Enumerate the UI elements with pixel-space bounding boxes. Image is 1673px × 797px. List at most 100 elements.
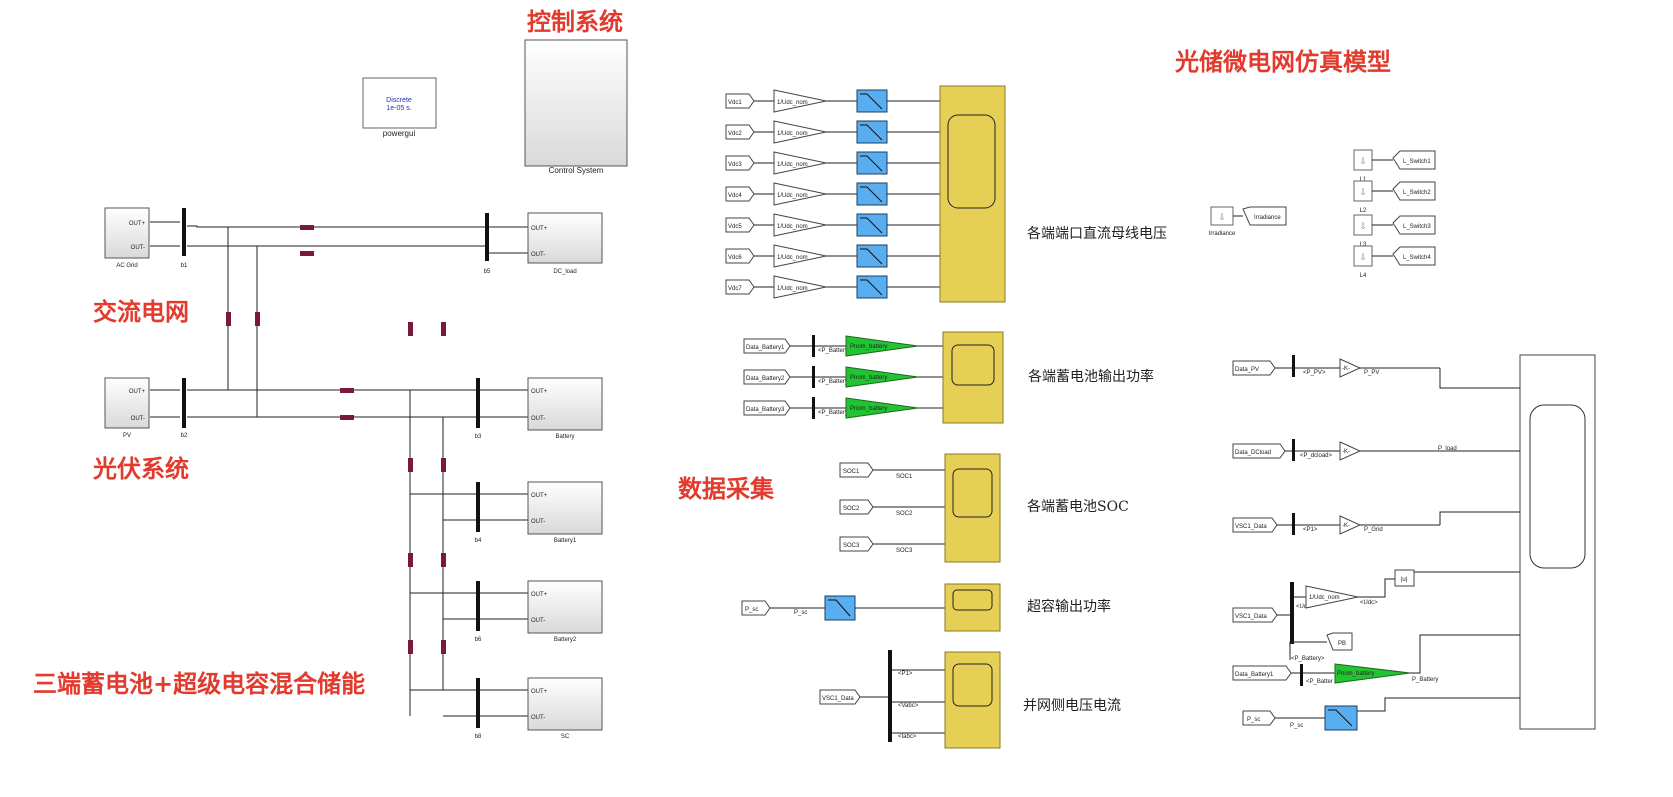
rp-grid-row: VSC1_Data <P1> -K- P_Grid — [1232, 513, 1440, 535]
rp-batt-pb: PB — [1338, 641, 1346, 647]
dc-input-tag — [725, 217, 755, 233]
pv-out-neg: OUT- — [131, 416, 145, 422]
irradiance-tag: Irradiance — [1254, 215, 1281, 221]
dc-gain-label: 1/Udc_nom — [777, 100, 808, 106]
battery-selector-label: <P_Battery> — [818, 379, 852, 385]
rp-udc-gain: 1/Udc_nom — [1309, 595, 1340, 601]
dc-load-block[interactable]: OUT+ OUT- DC_load b5 — [484, 212, 603, 275]
battery1-block[interactable]: OUT+ OUT- Battery1 b4 — [475, 481, 603, 544]
pv-block[interactable]: OUT+ OUT- PV b2 — [104, 377, 188, 439]
battery2-block[interactable]: OUT+ OUT- Battery2 b6 — [475, 580, 603, 643]
dc-gain-block[interactable] — [773, 120, 827, 144]
dc-filter-block[interactable] — [856, 244, 888, 268]
battery-soc-scope[interactable] — [944, 453, 1001, 563]
dc-filter-block[interactable] — [856, 182, 888, 206]
dc-input-tag — [725, 93, 755, 109]
battery1-in-neg: OUT- — [531, 519, 545, 525]
battery-label: Battery — [555, 434, 574, 440]
control-system-label: Control System — [549, 166, 604, 175]
sc-in-neg: OUT- — [531, 715, 545, 721]
battery-input-label: Data_Battery2 — [746, 376, 785, 382]
title-model: 光储微电网仿真模型 — [1174, 48, 1391, 76]
electrical-network — [150, 208, 528, 728]
svg-text:⇩: ⇩ — [1218, 212, 1226, 222]
dc-gain-block[interactable] — [773, 182, 827, 206]
dc-gain-block[interactable] — [773, 89, 827, 113]
switch-goto-tag — [1392, 215, 1436, 235]
load-switch-rows: ⇩L1L_Switch1⇩L2L_Switch2⇩L3L_Switch3⇩L4L… — [1353, 149, 1436, 279]
soc-signal-label: SOC3 — [896, 548, 913, 554]
rp-dcload-row: Data_DCload <P_dcload> -K- P_load — [1232, 439, 1457, 461]
title-ac-grid: 交流电网 — [93, 298, 189, 326]
dc-gain-label: 1/Udc_nom — [777, 255, 808, 261]
rp-sc-out: P_sc — [1290, 723, 1303, 729]
ac-grid-label: AC Grid — [116, 263, 137, 269]
dc-gain-block[interactable] — [773, 275, 827, 299]
soc-input-label: SOC1 — [843, 469, 860, 475]
switch-block-label: L3 — [1360, 242, 1367, 248]
dc-filter-block[interactable] — [856, 213, 888, 237]
rp-dcload-out: P_load — [1438, 446, 1457, 452]
control-system-block[interactable]: Control System — [524, 39, 628, 175]
bus-b6-label: b6 — [475, 637, 482, 643]
switch-goto-tag — [1392, 150, 1436, 170]
title-pv-system: 光伏系统 — [92, 455, 189, 483]
sc-in-pos: OUT+ — [531, 689, 548, 695]
switch-goto-tag — [1392, 246, 1436, 266]
dc-input-label: Vdc4 — [728, 193, 742, 199]
bus-b2-label: b2 — [181, 433, 188, 439]
soc-signal-label: SOC1 — [896, 474, 913, 480]
grid-vi-signal-2: <Vabc> — [898, 703, 919, 709]
dc-gain-block[interactable] — [773, 151, 827, 175]
main-scope[interactable] — [1519, 354, 1596, 730]
battery-selector-label: <P_Battery> — [818, 348, 852, 354]
irradiance-block[interactable]: ⇩ Irradiance Irradiance — [1209, 206, 1287, 237]
grid-vi-input: VSC1_Data — [822, 696, 854, 702]
rp-pv-row: Data_PV <P_PV> -K- P_PV — [1232, 355, 1440, 378]
battery2-in-neg: OUT- — [531, 618, 545, 624]
sc-power-signal: P_sc — [794, 610, 807, 616]
battery-power-scope[interactable] — [942, 331, 1004, 424]
dc-gain-block[interactable] — [773, 213, 827, 237]
bus-b8-label: b8 — [475, 734, 482, 740]
battery-block[interactable]: OUT+ OUT- Battery b3 — [475, 377, 603, 440]
powergui-step: 1e-05 s. — [386, 105, 411, 112]
dc-gain-label: 1/Udc_nom — [777, 193, 808, 199]
dc-voltage-scope[interactable] — [939, 85, 1006, 303]
dc-input-tag — [725, 124, 755, 140]
dc-gain-label: 1/Udc_nom — [777, 286, 808, 292]
pv-label: PV — [123, 433, 131, 439]
dc-filter-block[interactable] — [856, 89, 888, 113]
dc-filter-block[interactable] — [856, 275, 888, 299]
battery-gain-label: Pnom_battery — [850, 344, 887, 350]
dc-gain-block[interactable] — [773, 244, 827, 268]
battery-in-pos: OUT+ — [531, 389, 548, 395]
sc-block[interactable]: OUT+ OUT- SC b8 — [475, 677, 603, 740]
rp-pv-input: Data_PV — [1235, 367, 1259, 373]
battery1-in-pos: OUT+ — [531, 493, 548, 499]
switch-block-label: L1 — [1360, 177, 1367, 183]
svg-text:⇩: ⇩ — [1359, 187, 1367, 197]
dc-filter-block[interactable] — [856, 120, 888, 144]
powergui-block[interactable]: Discrete 1e-05 s. powergui — [362, 77, 437, 138]
irradiance-label: Irradiance — [1209, 231, 1236, 237]
rp-grid-sel: <P1> — [1303, 527, 1318, 533]
battery-gain-block[interactable] — [845, 397, 919, 419]
title-data-acquisition: 数据采集 — [678, 475, 775, 503]
dc-input-label: Vdc5 — [728, 224, 742, 230]
right-panel-wires — [1357, 368, 1520, 712]
ac-grid-block[interactable]: OUT+ OUT- AC Grid b1 — [104, 207, 188, 269]
battery-gain-block[interactable] — [845, 366, 919, 388]
battery-gain-block[interactable] — [845, 335, 919, 357]
grid-vi-signal-1: <P1> — [898, 671, 913, 677]
battery-in-neg: OUT- — [531, 416, 545, 422]
dc-voltage-label: 各端端口直流母线电压 — [1027, 225, 1167, 242]
rp-dcload-sel: <P_dcload> — [1300, 453, 1333, 459]
grid-vi-scope[interactable] — [944, 651, 1001, 749]
dc-load-in-pos: OUT+ — [531, 226, 548, 232]
sc-power-scope[interactable] — [944, 583, 1001, 632]
battery-power-label: 各端蓄电池输出功率 — [1028, 368, 1154, 385]
battery2-label: Battery2 — [554, 637, 577, 643]
dc-filter-block[interactable] — [856, 151, 888, 175]
